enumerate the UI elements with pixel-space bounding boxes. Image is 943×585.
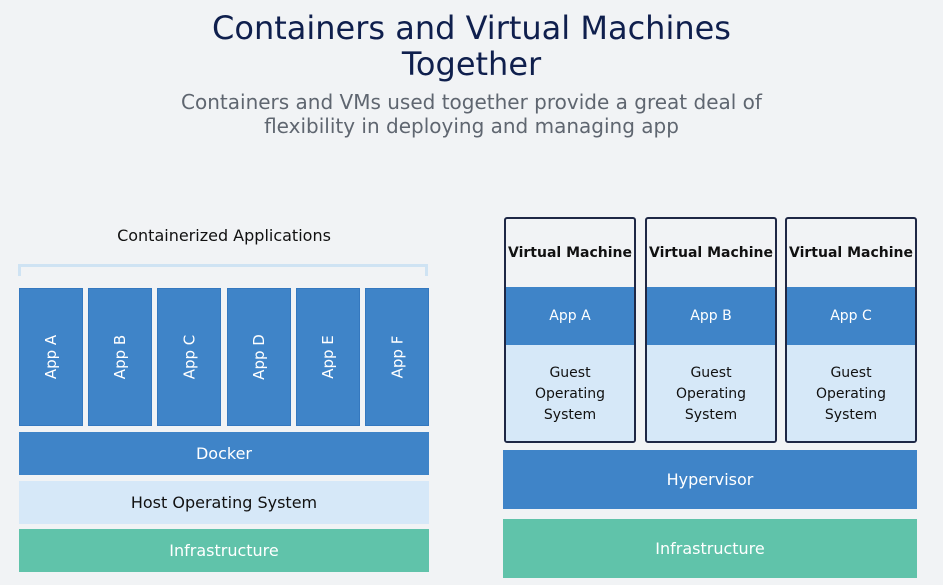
guest-os-line: System [684,406,738,423]
virtual-machine-a: Virtual Machine App A Guest Operating Sy… [504,217,636,443]
right-infrastructure-label: Infrastructure [655,539,765,558]
guest-os-line: Operating [535,385,605,402]
title-line-1: Containers and Virtual Machines [212,9,731,47]
hypervisor-label: Hypervisor [666,470,754,489]
left-infrastructure-layer: Infrastructure [19,529,429,572]
container-app-c: App C [157,288,221,426]
guest-os-line: Operating [816,385,886,402]
vm-title: Virtual Machine [508,245,632,261]
guest-os-line: System [824,406,878,423]
guest-os-line: Guest [690,364,732,381]
container-app-label: App E [319,335,337,379]
vm-app: App A [506,287,634,345]
vm-app: App B [647,287,775,345]
page-title: Containers and Virtual Machines Together [0,10,943,82]
container-app-label: App F [387,335,406,379]
container-app-d: App D [227,288,291,426]
guest-os: Guest Operating System [647,345,775,441]
subtitle-line-2: flexibility in deploying and managing ap… [264,114,679,138]
virtual-machine-b: Virtual Machine App B Guest Operating Sy… [645,217,777,443]
container-app-a: App A [19,288,83,426]
vm-title: Virtual Machine [649,245,773,261]
virtual-machine-c: Virtual Machine App C Guest Operating Sy… [785,217,917,443]
vm-app: App C [787,287,915,345]
guest-os: Guest Operating System [506,345,634,441]
right-infrastructure-layer: Infrastructure [503,519,917,578]
page-subtitle: Containers and VMs used together provide… [0,90,943,138]
title-line-2: Together [401,45,542,83]
container-app-b: App B [88,288,152,426]
guest-os-line: Operating [676,385,746,402]
container-app-label: App D [250,334,268,380]
left-infrastructure-label: Infrastructure [169,541,279,560]
hypervisor-layer: Hypervisor [503,450,917,509]
container-app-e: App E [296,288,360,426]
containerized-apps-heading: Containerized Applications [117,226,331,245]
container-app-label: App A [42,334,60,380]
container-app-label: App C [179,334,198,380]
docker-layer: Docker [19,432,429,475]
guest-os-line: System [543,406,597,423]
container-app-f: App F [365,288,429,426]
vm-title: Virtual Machine [789,245,913,261]
guest-os: Guest Operating System [787,345,915,441]
container-app-label: App B [111,334,129,380]
guest-os-line: Guest [830,364,872,381]
apps-bracket [18,264,428,276]
guest-os-line: Guest [549,364,591,381]
subtitle-line-1: Containers and VMs used together provide… [181,90,762,114]
host-os-label: Host Operating System [130,493,318,512]
host-os-layer: Host Operating System [19,481,429,524]
docker-label: Docker [195,444,253,463]
